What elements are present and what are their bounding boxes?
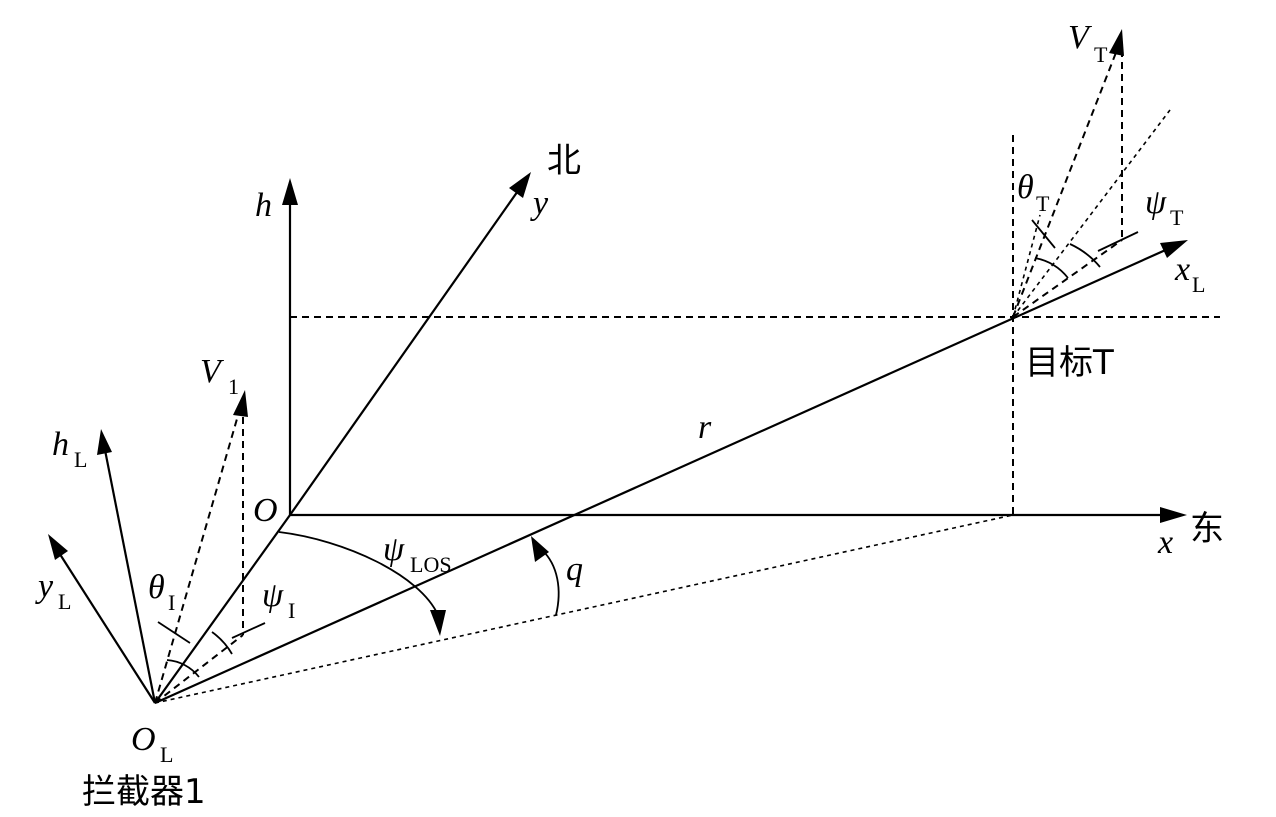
yL-label: y	[35, 568, 54, 605]
xL-subscript: L	[1192, 272, 1205, 297]
psiLOS-arrowhead	[430, 610, 446, 636]
thetaT-arc	[1034, 257, 1069, 279]
hL-axis	[102, 444, 157, 704]
yL-subscript: L	[58, 589, 71, 614]
psiT-leader	[1097, 231, 1139, 252]
interceptor-label: 拦截器1	[82, 772, 206, 812]
VT-arrowhead	[1109, 29, 1124, 56]
thetaI-leader	[157, 621, 191, 644]
y-label: y	[530, 185, 549, 222]
psiT-subscript: T	[1170, 205, 1184, 230]
range-label: r	[698, 409, 712, 446]
q-arc	[541, 549, 560, 616]
h-label: h	[255, 187, 272, 224]
yL-axis	[55, 547, 156, 704]
V1-arrowhead	[233, 390, 248, 417]
hL-arrowhead	[97, 429, 112, 455]
psiI-arc	[211, 631, 233, 655]
origin-label: O	[253, 492, 278, 529]
hL-subscript: L	[74, 447, 87, 472]
target-inclined-dash	[1012, 214, 1041, 318]
thetaI-arc	[166, 659, 200, 678]
V1-vector	[154, 404, 242, 704]
psiI-subscript: I	[288, 598, 295, 623]
psiI-label: ψ	[262, 577, 284, 614]
VT-horizontal-projection	[1012, 239, 1123, 318]
x-label: x	[1157, 524, 1173, 561]
V1-subscript: 1	[228, 374, 239, 399]
q-label: q	[566, 551, 583, 588]
xL-label: x	[1174, 251, 1190, 288]
psiT-label: ψ	[1145, 184, 1167, 221]
los-ground-projection	[154, 514, 1014, 704]
east-label: 东	[1190, 509, 1224, 549]
VT-extension-line	[1012, 109, 1171, 318]
y-axis	[289, 187, 521, 516]
target-label: 目标T	[1025, 343, 1114, 383]
thetaI-label: θ	[148, 569, 165, 606]
hL-label: h	[52, 426, 69, 463]
thetaT-subscript: T	[1036, 191, 1050, 216]
psiLOS-arc	[278, 531, 439, 616]
VT-subscript: T	[1094, 42, 1108, 67]
north-label: 北	[547, 141, 581, 181]
VT-label: V	[1068, 19, 1093, 56]
line-of-sight	[154, 246, 1171, 705]
yL-arrowhead	[48, 534, 68, 560]
V1-horizontal-projection	[154, 634, 244, 704]
thetaT-label: θ	[1017, 169, 1034, 206]
V1-label: V	[200, 353, 225, 390]
psiI-leader	[231, 622, 266, 639]
psiT-arc	[1069, 243, 1101, 268]
thetaI-subscript: I	[168, 590, 175, 615]
y-axis-arrowhead	[509, 172, 531, 198]
psiLOS-subscript: LOS	[410, 552, 452, 577]
h-axis-arrowhead	[282, 178, 298, 205]
q-arrowhead	[531, 536, 549, 562]
OL-to-O-line	[154, 514, 291, 704]
xL-arrowhead	[1160, 240, 1188, 258]
OL-subscript: L	[160, 742, 173, 767]
thetaT-leader	[1031, 219, 1056, 249]
x-axis-arrowhead	[1160, 507, 1187, 523]
psiLOS-label: ψ	[383, 531, 405, 568]
OL-label: O	[131, 721, 156, 758]
